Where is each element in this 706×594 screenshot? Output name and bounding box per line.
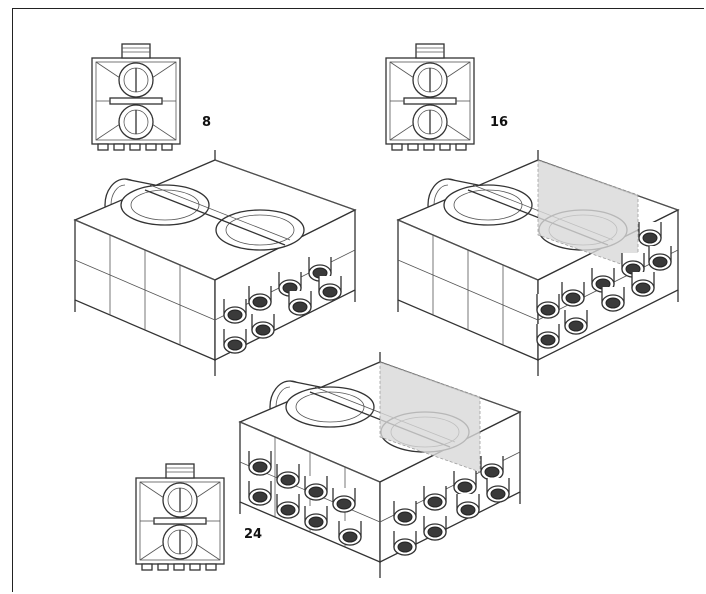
- variant-8-label: 8: [202, 115, 212, 130]
- variant-8-iso: [74, 149, 356, 377]
- variant-16-plan: [385, 43, 475, 151]
- variant-8-plan: [91, 43, 181, 151]
- variant-24-label: 24: [244, 527, 263, 542]
- variant-24-plan: [135, 463, 225, 571]
- variant-16-iso: [397, 149, 679, 377]
- variant-16-label: 16: [490, 115, 509, 130]
- variant-24-iso: [239, 351, 521, 579]
- figure-frame: [12, 8, 704, 592]
